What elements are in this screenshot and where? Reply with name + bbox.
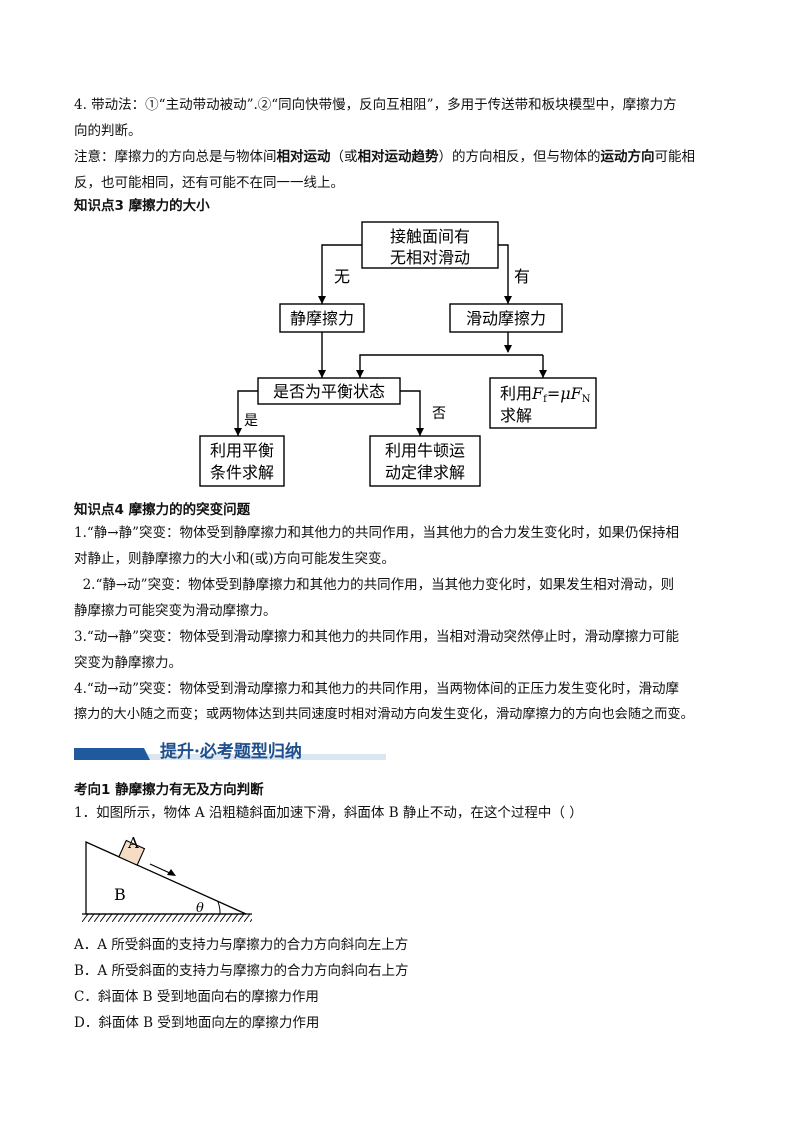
section-title: 提升·必考题型归纳	[160, 741, 302, 762]
friction-flowchart: 接触面间有 无相对滑动 无 有 静摩擦力 滑动摩擦力 是否为平衡状态 利用Ff=…	[199, 221, 597, 487]
note-line-1: 注意：摩擦力的方向总是与物体间相对运动（或相对运动趋势）的方向相反，但与物体的运…	[74, 144, 734, 170]
formula-mu: μ	[560, 384, 570, 403]
box-newton	[369, 435, 481, 487]
kp4-line: 3.“动→静”突变：物体受到滑动摩擦力和其他力的共同作用，当相对滑动突然停止时，…	[74, 629, 679, 645]
formula-f: f	[543, 394, 548, 405]
flow-sliding: 滑动摩擦力	[466, 309, 546, 328]
intro-line-2: 向的判断。	[74, 123, 142, 139]
kp4-line: 4.“动→动”突变：物体受到滑动摩擦力和其他力的共同作用，当两物体间的正压力发生…	[74, 681, 679, 697]
incline-B	[85, 840, 247, 915]
block-A	[118, 839, 146, 866]
fig-label-theta: θ	[196, 901, 204, 916]
kp4-line: 2.“静→动”突变：物体受到静摩擦力和其他力的共同作用，当其他力变化时，如果发生…	[74, 577, 675, 593]
formula-N: N	[582, 394, 591, 405]
kp4-line: 静摩擦力可能突变为滑动摩擦力。	[74, 603, 277, 619]
fig-label-B: B	[114, 885, 126, 904]
incline-figure: A B θ	[82, 834, 252, 922]
flow-label-no: 无	[334, 267, 350, 286]
intro-line-1: 4. 带动法：①“主动带动被动”.②“同向快带慢，反向互相阻”，多用于传送带和板…	[74, 97, 677, 113]
arrow-head	[167, 869, 176, 876]
q1-option: C．斜面体 B 受到地面向右的摩擦力作用	[74, 989, 319, 1005]
formula-F2: F	[570, 384, 583, 403]
flow-eq-line-1: 利用平衡	[210, 441, 274, 460]
angle-arc	[217, 901, 221, 915]
flow-top-line-2: 无相对滑动	[390, 248, 470, 267]
flow-label-yes: 有	[514, 267, 530, 286]
q1-option: A．A 所受斜面的支持力与摩擦力的合力方向斜向左上方	[74, 937, 409, 953]
note-mid-2: ）的方向相反，但与物体的	[438, 149, 601, 165]
ground-hatch	[82, 914, 252, 922]
box-equilibrium	[199, 435, 285, 487]
section-banner: 提升·必考题型归纳	[74, 741, 386, 762]
fig-label-A: A	[127, 834, 139, 852]
flow-top-line-1: 接触面间有	[390, 227, 470, 246]
kp3-title: 知识点3 摩擦力的大小	[74, 198, 210, 214]
kp4-line: 1.“静→静”突变：物体受到静摩擦力和其他力的共同作用，当其他力的合力发生变化时…	[74, 525, 679, 541]
flow-label-is: 是	[244, 413, 258, 429]
flow-formula: 利用Ff=μFN	[500, 384, 591, 405]
flow-formula-line-2: 求解	[500, 406, 532, 425]
flow-newton-line-2: 动定律求解	[385, 463, 465, 482]
formula-eq: =	[547, 384, 560, 403]
flow-newton-line-1: 利用牛顿运	[385, 441, 465, 460]
note-bold-3: 运动方向	[600, 149, 655, 165]
formula-F: F	[531, 384, 544, 403]
kp4-line: 对静止，则静摩擦力的大小和(或)方向可能发生突变。	[74, 551, 396, 567]
kx1-title: 考向1 静摩擦力有无及方向判断	[74, 782, 264, 798]
kp4-title: 知识点4 摩擦力的的突变问题	[74, 502, 251, 518]
velocity-arrow	[149, 863, 173, 875]
note-bold-1: 相对运动	[276, 149, 331, 165]
note-line-2: 反，也可能相同，还有可能不在同一一线上。	[74, 175, 344, 191]
flow-label-not: 否	[432, 406, 446, 422]
kp4-line: 擦力的大小随之而变；或两物体达到共同速度时相对滑动方向发生变化，滑动摩擦力的方向…	[74, 707, 694, 722]
flow-eq-line-2: 条件求解	[210, 463, 274, 482]
formula-pre: 利用	[500, 384, 532, 403]
q1-option: D．斜面体 B 受到地面向左的摩擦力作用	[74, 1015, 320, 1031]
note-bold-2: 相对运动趋势	[357, 149, 439, 165]
note-pre: 注意：摩擦力的方向总是与物体间	[74, 149, 277, 165]
q1-stem: 1．如图所示，物体 A 沿粗糙斜面加速下滑，斜面体 B 静止不动，在这个过程中（…	[74, 805, 583, 821]
note-mid-1: （或	[330, 149, 358, 165]
flow-static: 静摩擦力	[290, 309, 354, 328]
q1-option: B．A 所受斜面的支持力与摩擦力的合力方向斜向右上方	[74, 963, 409, 979]
note-post: 可能相	[654, 149, 696, 165]
box-sliding	[449, 303, 563, 333]
flow-balance: 是否为平衡状态	[273, 382, 385, 401]
kp4-line: 突变为静摩擦力。	[74, 655, 182, 671]
